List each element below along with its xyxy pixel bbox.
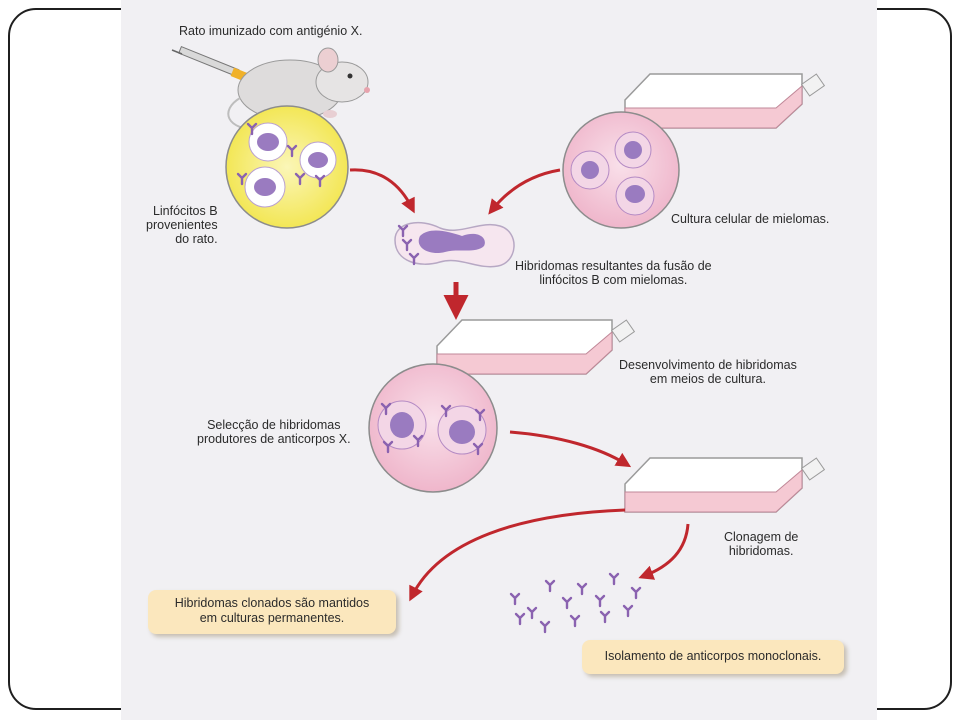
arrow-myeloma-to-fusion	[488, 168, 561, 215]
flow-arrows	[349, 168, 690, 602]
antibody-isolation-box: Isolamento de anticorpos monoclonais.	[582, 640, 844, 674]
mouse-label: Rato imunizado com antigénio X.	[179, 24, 363, 38]
permanent-cultures-box: Hibridomas clonados são mantidos em cult…	[148, 590, 396, 634]
lymphocyte-label: Linfócitos B provenientes do rato.	[146, 204, 218, 246]
mouse-illustration	[171, 45, 370, 131]
selection-label: Selecção de hibridomas produtores de ant…	[197, 418, 351, 446]
cloning-label: Clonagem de hibridomas.	[724, 530, 799, 558]
hybridoma-growth-flask	[436, 319, 636, 375]
arrow-cloning-to-permanent	[409, 508, 626, 602]
cloning-flask	[624, 457, 826, 513]
fusion-label: Hibridomas resultantes da fusão de linfó…	[515, 259, 712, 287]
hybridoma-growth-label: Desenvolvimento de hibridomas em meios d…	[619, 358, 797, 386]
myeloma-culture-label: Cultura celular de mielomas.	[671, 212, 830, 226]
arrow-selection-to-cloning	[509, 430, 632, 468]
monoclonal-antibodies	[509, 572, 642, 634]
arrow-cloning-to-antibodies	[638, 523, 690, 580]
selection-circle	[368, 363, 498, 493]
arrow-lymph-to-fusion	[349, 168, 415, 214]
fused-hybridoma-cell	[394, 221, 515, 268]
lymphocyte-circle	[225, 105, 349, 229]
myeloma-flask	[624, 73, 826, 129]
myeloma-circle	[562, 111, 680, 229]
